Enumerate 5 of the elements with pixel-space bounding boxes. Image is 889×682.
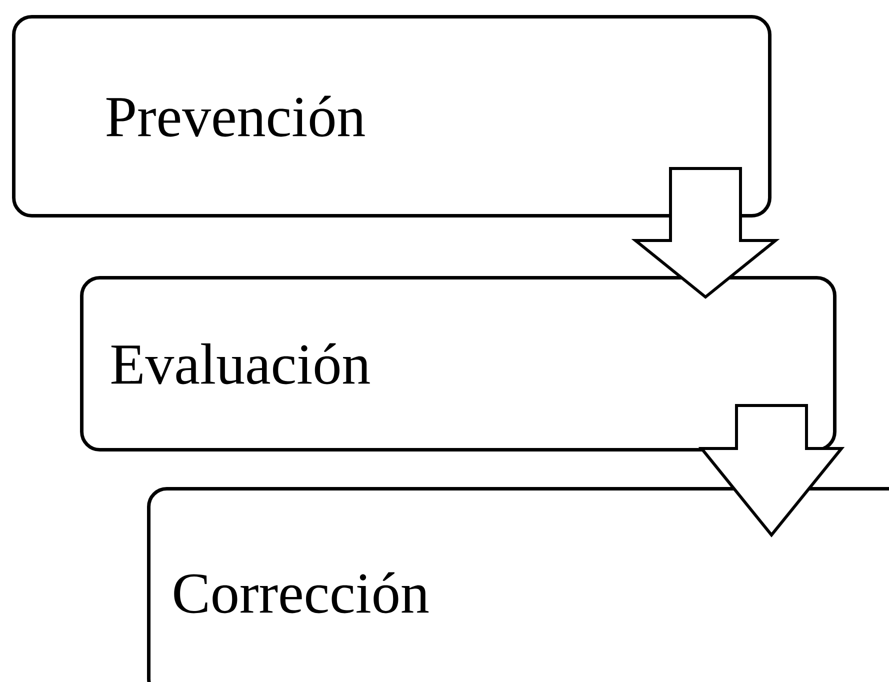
block-arrow [698, 404, 845, 538]
process-box: Evaluación [80, 276, 836, 452]
process-box: Corrección [147, 487, 889, 682]
process-box: Prevención [12, 15, 772, 218]
block-arrow [631, 167, 780, 299]
